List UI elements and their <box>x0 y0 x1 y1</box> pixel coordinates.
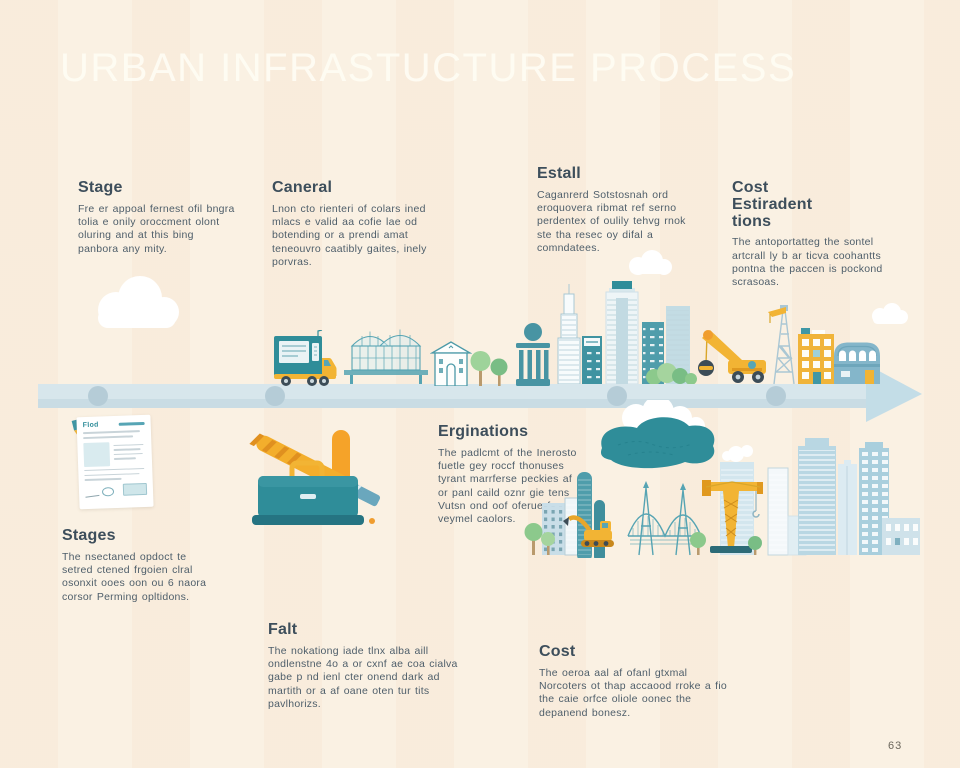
section-falt-body: The nokationg iade tlnx alba aill ondlen… <box>268 644 458 711</box>
section-cost-body: The oeroa aal af ofanl gtxmal Norcoters … <box>539 666 728 719</box>
truck-icon <box>274 330 337 386</box>
monument-icon <box>516 323 550 386</box>
pavilion-icon <box>344 329 428 384</box>
timeline-arrow <box>38 364 922 422</box>
document-illustration: Flod <box>76 414 154 510</box>
section-cost-heading: Cost <box>539 643 576 660</box>
trees-icon <box>470 351 508 386</box>
section-cost-estiradent: Cost Estiradent tions The antoportatteg … <box>732 179 890 290</box>
section-estall-body: Caganrerd Sotstosnah ord eroquovera ribm… <box>537 188 686 255</box>
section-stages-heading: Stages <box>62 527 116 544</box>
house-icon <box>430 341 472 386</box>
page-title: URBAN INFRASTUCTURE PROCESS <box>60 46 797 90</box>
small-cloud-icon <box>629 250 672 275</box>
section-falt: Falt The nokationg iade tlnx alba aill o… <box>268 621 460 711</box>
section-estall: Estall Caganrerd Sotstosnah ord eroquove… <box>537 165 702 255</box>
document-label: Flod <box>82 421 99 430</box>
lower-city-scene <box>524 438 920 558</box>
skyline-upper-icon <box>557 281 697 384</box>
yellow-building-icon <box>798 328 834 384</box>
section-falt-heading: Falt <box>268 621 298 638</box>
hall-building-icon <box>834 342 880 384</box>
section-cost-estiradent-heading: Cost Estiradent tions <box>732 179 813 230</box>
crane-truck-icon <box>698 330 766 383</box>
document-image-box <box>83 441 111 467</box>
section-erginations-body: The padlcmt of the Inerosto fuetle gey r… <box>438 446 577 526</box>
section-estall-heading: Estall <box>537 165 581 182</box>
section-erginations: Erginations The padlcmt of the Inerosto … <box>438 423 578 527</box>
toolbox-drill-icon <box>249 430 381 525</box>
small-cloud-right-icon <box>872 303 908 324</box>
document-title-bar <box>118 421 145 426</box>
section-erginations-heading: Erginations <box>438 423 529 440</box>
section-stage-heading: Stage <box>78 179 123 196</box>
section-stage-body: Fre er appoal fernest ofil bngra tolia e… <box>78 202 235 255</box>
transmission-tower-icon <box>768 305 795 384</box>
section-caneral-body: Lnon cto rienteri of colars ined mlacs e… <box>272 202 427 269</box>
page-number: 63 <box>888 740 903 752</box>
section-cost-estiradent-body: The antoportatteg the sontel artcrall ly… <box>732 236 883 289</box>
document-stamp-box <box>122 482 148 496</box>
cloud-icon <box>98 276 179 328</box>
section-caneral: Caneral Lnon cto rienteri of colars ined… <box>272 179 444 269</box>
section-stages: Stages The nsectaned opdoct te setred ct… <box>62 527 214 604</box>
section-stages-body: The nsectaned opdoct te setred ctened fr… <box>62 550 207 603</box>
section-stage: Stage Fre er appoal fernest ofil bngra t… <box>78 179 236 256</box>
teal-cloud-icon <box>600 400 715 469</box>
section-cost: Cost The oeroa aal af ofanl gtxmal Norco… <box>539 643 734 720</box>
section-caneral-heading: Caneral <box>272 179 333 196</box>
